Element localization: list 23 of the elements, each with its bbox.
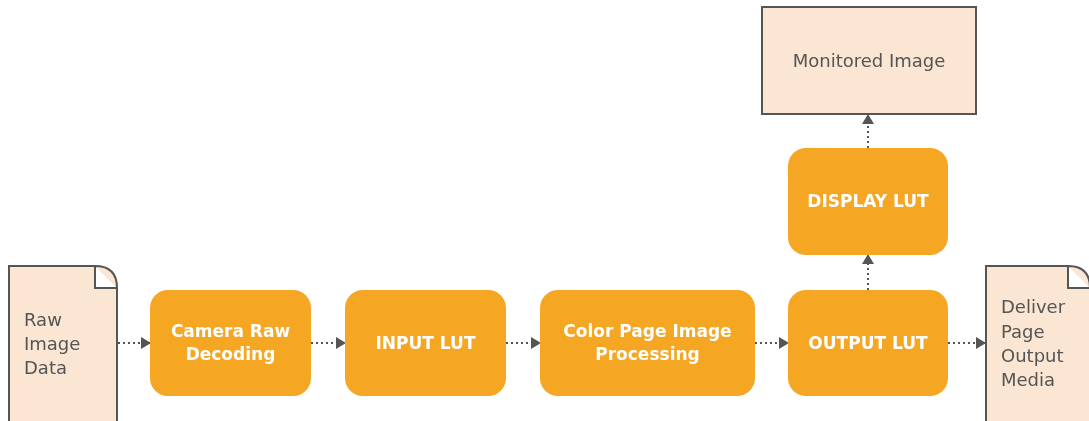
node-label: Raw Image Data <box>24 307 82 381</box>
process-box <box>150 290 311 396</box>
arrow <box>754 337 789 349</box>
arrow <box>862 114 874 149</box>
output-box <box>761 6 977 115</box>
arrow <box>505 337 541 349</box>
arrow <box>862 254 874 291</box>
node-label: OUTPUT LUT <box>808 331 928 355</box>
document-shape <box>8 265 118 421</box>
arrow <box>117 337 151 349</box>
process-box <box>788 290 948 396</box>
document-shape <box>985 265 1089 421</box>
node-label: Camera Raw Decoding <box>169 320 292 366</box>
node-label: Color Page Image Processing <box>562 320 733 366</box>
node-label: INPUT LUT <box>375 331 476 355</box>
process-box <box>788 148 948 255</box>
node-label: Deliver Page Output Media <box>1001 295 1067 393</box>
process-box <box>540 290 755 396</box>
arrow <box>947 337 986 349</box>
node-label: Monitored Image <box>792 50 946 71</box>
arrow <box>310 337 346 349</box>
process-box <box>345 290 506 396</box>
node-label: DISPLAY LUT <box>807 190 929 213</box>
